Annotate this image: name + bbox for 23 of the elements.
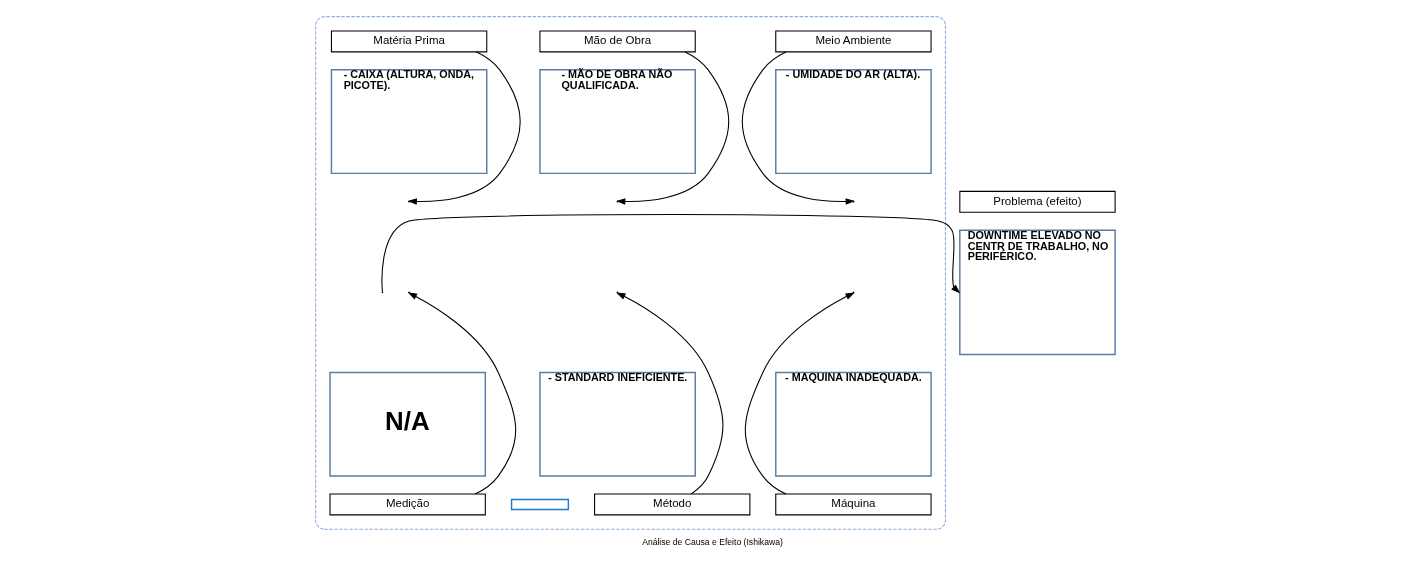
node-box: Problema (efeito) (959, 190, 1116, 213)
node-box: Máquina (775, 493, 932, 516)
arrow (616, 51, 730, 205)
arrow (407, 292, 517, 495)
node-box: - CAIXA (ALTURA, ONDA, PICOTE). (330, 69, 488, 175)
node-box: - MAQUINA INADEQUADA. (775, 371, 932, 477)
arrow (381, 214, 961, 294)
node-box: Meio Ambiente (775, 30, 932, 53)
node-box: - STANDARD INEFICIENTE. (539, 371, 696, 477)
arrow (744, 292, 855, 495)
node-box: DOWNTIME ELEVADO NO CENTR DE TRABALHO, NO PERIFÉRICO. (959, 229, 1116, 356)
diagram-title: Análise de Causa e Efeito (Ishikawa) (642, 536, 783, 547)
node-box: Mão de Obra (539, 30, 696, 53)
node-box: Matéria Prima (330, 30, 488, 53)
node-box: - UMIDADE DO AR (ALTA). (775, 69, 932, 175)
node-box: - MÃO DE OBRA NÃO QUALIFICADA. (539, 69, 696, 175)
arrow (741, 51, 855, 205)
node-box: Medição (329, 493, 486, 516)
node-box (510, 498, 570, 511)
arrow (407, 51, 521, 205)
node-box: Método (594, 493, 751, 516)
cluster (315, 16, 946, 530)
node-box: N/A (329, 371, 487, 477)
